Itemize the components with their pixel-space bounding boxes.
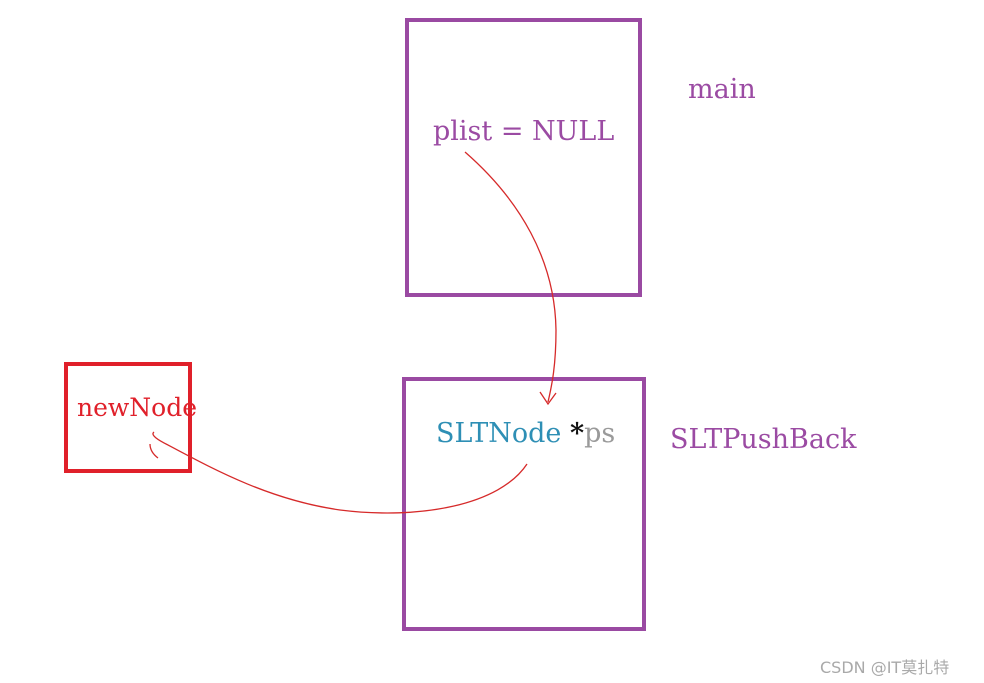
pushback-frame-box <box>402 377 646 631</box>
new-node-label: newNode <box>77 393 198 422</box>
main-frame-label: main <box>688 74 756 105</box>
arrowhead-plist-to-ps <box>539 391 557 406</box>
arrow-ps-to-newnode <box>167 444 528 514</box>
main-frame-content: plist = NULL <box>433 116 615 147</box>
param-type: SLTNode <box>436 418 562 449</box>
arrow-plist-to-ps <box>464 151 557 403</box>
param-star: * <box>569 418 585 449</box>
watermark: CSDN @IT莫扎特 <box>820 658 950 677</box>
pushback-param-declaration: SLTNode *ps <box>436 418 615 449</box>
new-node-box <box>64 362 192 473</box>
pushback-frame-label: SLTPushBack <box>670 424 857 455</box>
main-frame-box <box>405 18 642 297</box>
param-name: ps <box>584 418 616 449</box>
arrowhead-ps-to-newnode <box>149 431 169 459</box>
